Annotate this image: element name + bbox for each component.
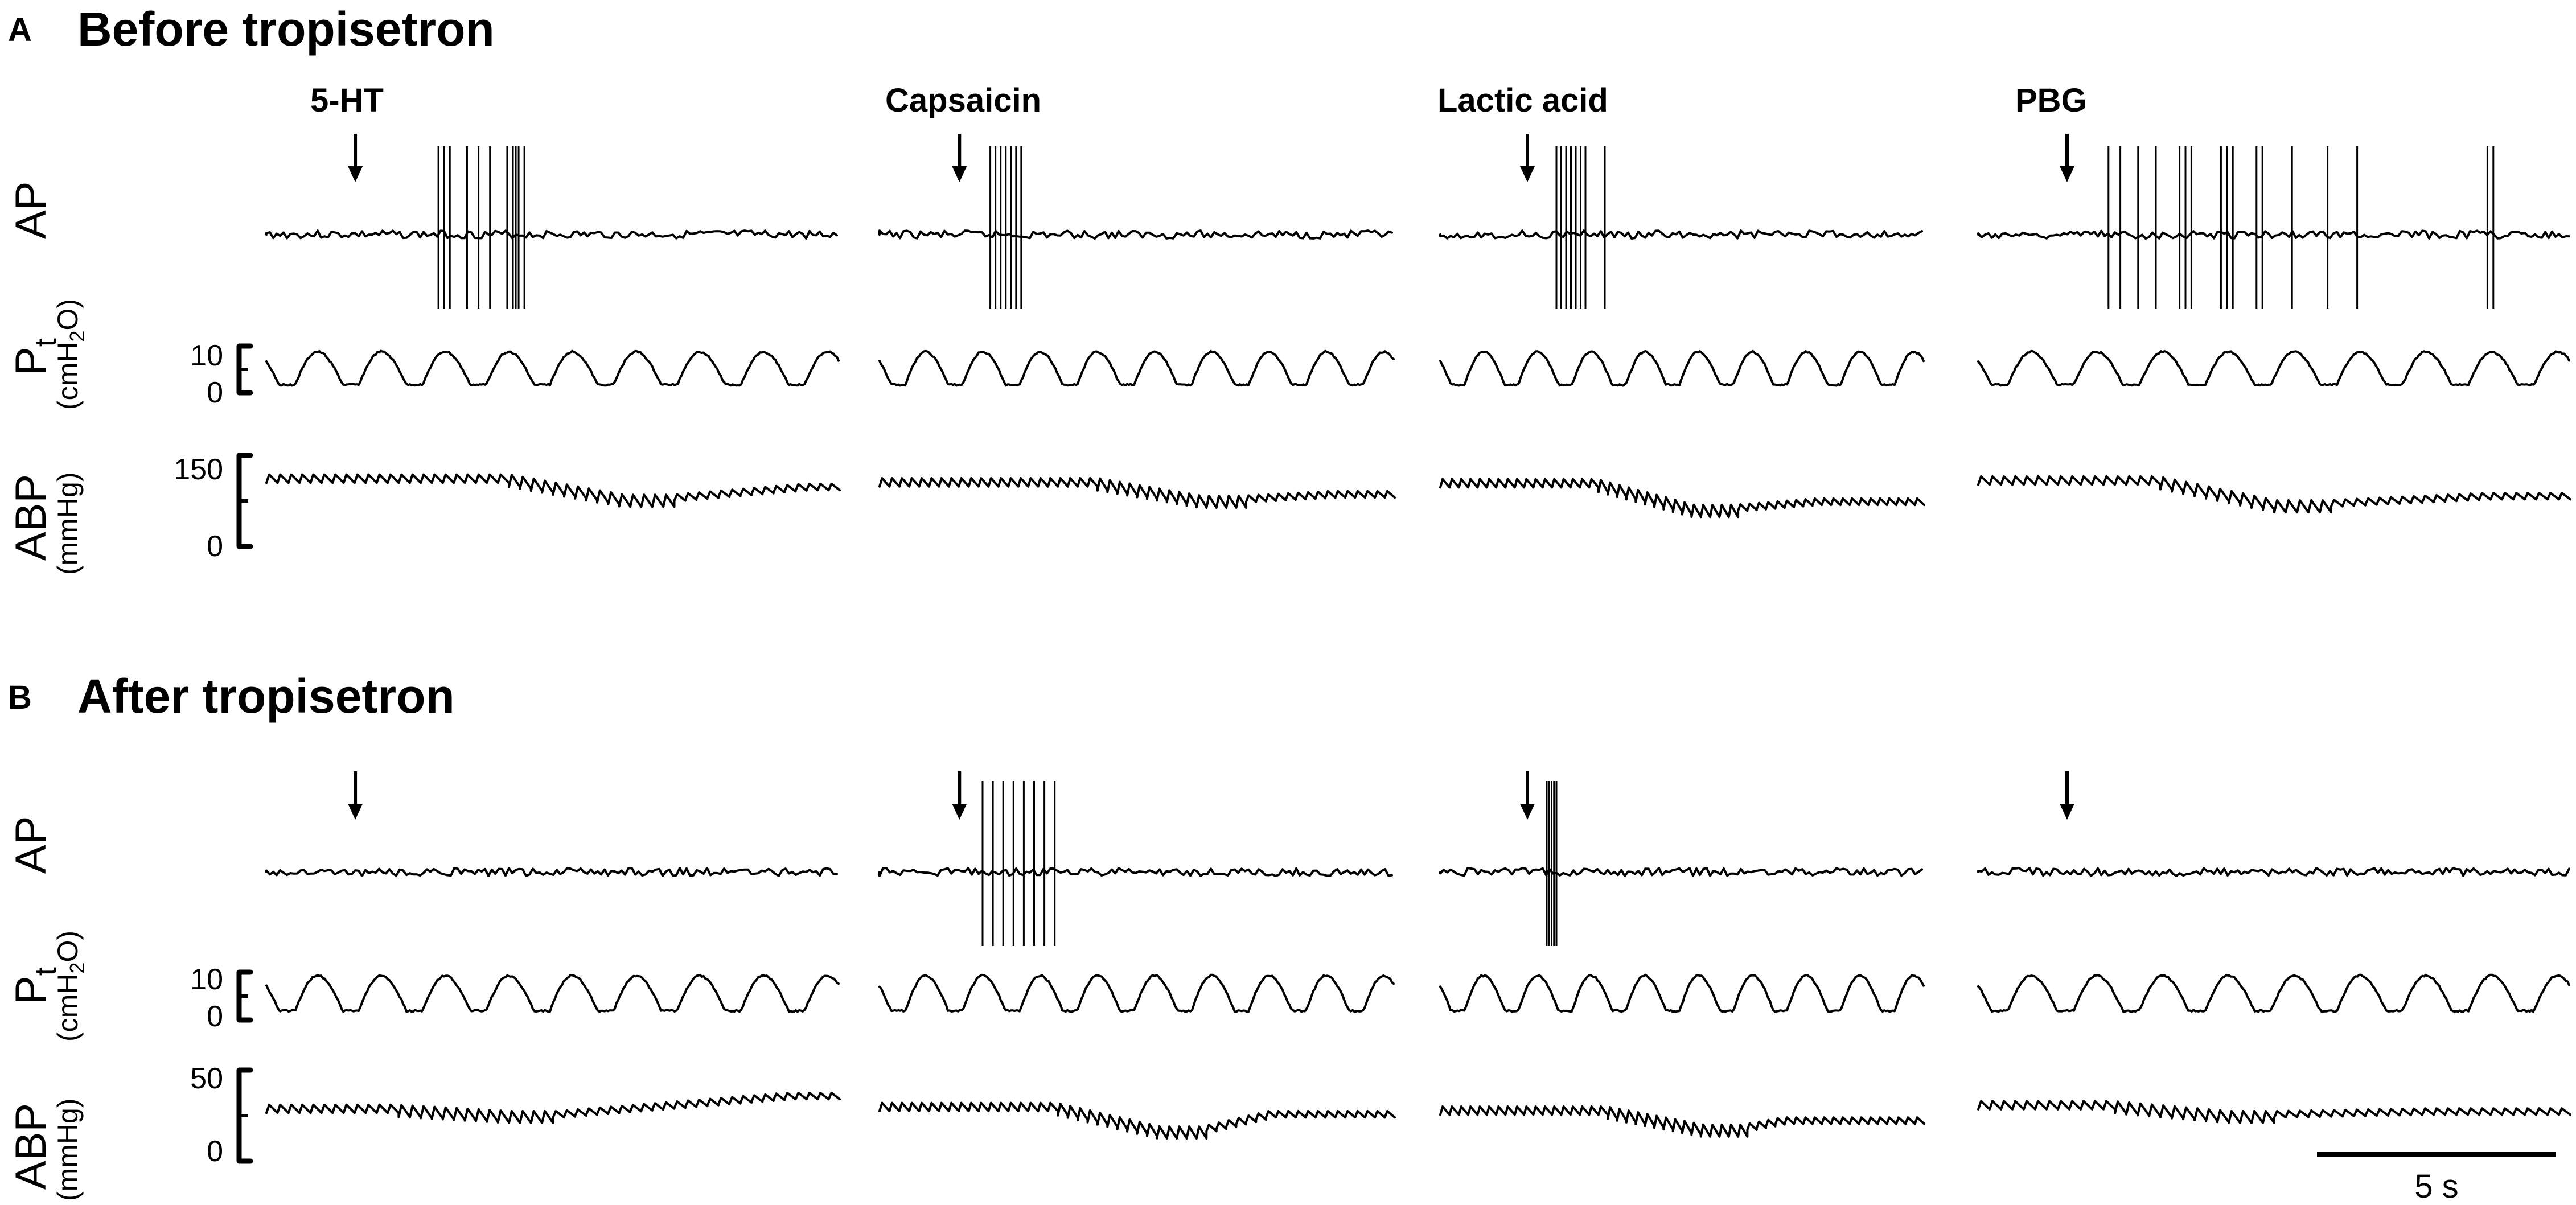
- stimulus-arrow-head-icon: [952, 804, 967, 820]
- segment-pbg: [1977, 134, 2571, 514]
- abp-tick-bottom: 0: [207, 1135, 223, 1168]
- pt-label-main: P: [7, 347, 55, 376]
- abp-label: ABP: [7, 474, 55, 561]
- ap-trace: [1439, 229, 1923, 240]
- abp-tick-top: 150: [174, 453, 223, 486]
- stimulus-label-pbg: PBG: [2015, 82, 2087, 119]
- pt-label: Pt: [7, 338, 63, 376]
- abp-trace: [1977, 1100, 2571, 1124]
- pt-unit-sub: 2: [65, 963, 89, 974]
- stimulus-arrow-head-icon: [2060, 166, 2074, 182]
- axis-brackets: [236, 343, 253, 549]
- abp-trace: [878, 477, 1396, 509]
- segment-pbg: [1977, 771, 2571, 1124]
- segment-5ht: [265, 771, 841, 1124]
- abp-label: ABP: [7, 1103, 55, 1190]
- ap-trace: [878, 867, 1393, 877]
- panel-a: A Before tropisetron 5-HT Capsaicin Lact…: [8, 2, 2571, 549]
- axis-brackets: [236, 969, 253, 1164]
- segment-lactic-acid: [1439, 134, 1925, 519]
- pt-unit-sub: 2: [65, 331, 89, 342]
- pt-unit-b: O): [52, 931, 84, 963]
- pt-unit-b: O): [52, 299, 84, 331]
- panel-b-channel-labels: AP Pt (cmH2O) ABP (mmHg) 10 0 50 0: [7, 816, 223, 1201]
- pt-unit: (cmH2O): [52, 299, 89, 410]
- stimulus-label-5ht: 5-HT: [310, 82, 384, 119]
- pt-trace: [878, 349, 1395, 387]
- pt-label: Pt: [7, 967, 63, 1005]
- panel-b-title: After tropisetron: [77, 669, 455, 723]
- abp-unit: (mmHg): [52, 472, 84, 575]
- panel-a-title: Before tropisetron: [77, 2, 495, 56]
- abp-unit: (mmHg): [52, 1098, 84, 1201]
- pt-label-main: P: [7, 976, 55, 1005]
- stimulus-arrow-head-icon: [348, 804, 363, 820]
- ap-trace: [878, 229, 1393, 240]
- panel-a-channel-labels: AP Pt (cmH2O) ABP (mmHg) 10 0 150 0: [7, 182, 223, 575]
- pt-tick-top: 10: [190, 963, 223, 996]
- pt-trace: [1439, 973, 1925, 1013]
- scale-bar-label: 5 s: [2414, 1168, 2458, 1205]
- pt-label-sub: t: [28, 967, 63, 976]
- segment-capsaicin: [878, 771, 1396, 1140]
- pt-trace: [265, 974, 840, 1013]
- ap-label: AP: [7, 182, 55, 239]
- abp-tick-bottom: 0: [207, 530, 223, 563]
- panel-b: B After tropisetron: [8, 669, 2571, 1164]
- ap-trace: [1977, 867, 2570, 877]
- abp-tick-top: 50: [190, 1062, 223, 1095]
- abp-trace: [265, 473, 841, 508]
- stimulus-label-capsaicin: Capsaicin: [885, 82, 1041, 119]
- panel-b-letter: B: [8, 679, 32, 716]
- pt-tick-top: 10: [190, 339, 223, 372]
- stimulus-label-lactic-acid: Lactic acid: [1437, 82, 1608, 119]
- ap-trace: [1977, 229, 2570, 240]
- panel-b-traces: [236, 771, 2571, 1164]
- stimulus-arrow-head-icon: [1520, 804, 1535, 820]
- ap-trace: [265, 229, 838, 240]
- pt-trace: [878, 973, 1395, 1013]
- abp-trace: [1439, 478, 1925, 519]
- stimulus-arrow-head-icon: [952, 166, 967, 182]
- time-scale-bar: 5 s: [2317, 1152, 2556, 1205]
- ap-trace: [1439, 867, 1923, 877]
- segment-5ht: [265, 134, 841, 508]
- stimulus-arrow-head-icon: [2060, 804, 2074, 820]
- pt-trace: [1977, 349, 2570, 387]
- pt-trace: [265, 349, 840, 387]
- stimulus-arrow-head-icon: [348, 166, 363, 182]
- pt-trace: [1439, 349, 1925, 387]
- abp-trace: [265, 1092, 841, 1124]
- stimulus-arrow-head-icon: [1520, 166, 1535, 182]
- pt-unit-a: (cmH: [52, 342, 84, 410]
- panel-a-letter: A: [8, 11, 32, 48]
- abp-trace: [878, 1101, 1396, 1140]
- pt-tick-bottom: 0: [207, 376, 223, 409]
- ap-trace: [265, 867, 838, 877]
- pt-tick-bottom: 0: [207, 1000, 223, 1033]
- abp-trace: [1977, 475, 2571, 514]
- segment-lactic-acid: [1439, 771, 1925, 1138]
- pt-label-sub: t: [28, 338, 63, 347]
- panel-a-traces: [236, 134, 2571, 549]
- abp-trace: [1439, 1105, 1925, 1138]
- segment-capsaicin: [878, 134, 1396, 509]
- pt-unit-a: (cmH: [52, 974, 84, 1042]
- ap-label: AP: [7, 816, 55, 874]
- pt-unit: (cmH2O): [52, 931, 89, 1042]
- pt-trace: [1977, 973, 2570, 1013]
